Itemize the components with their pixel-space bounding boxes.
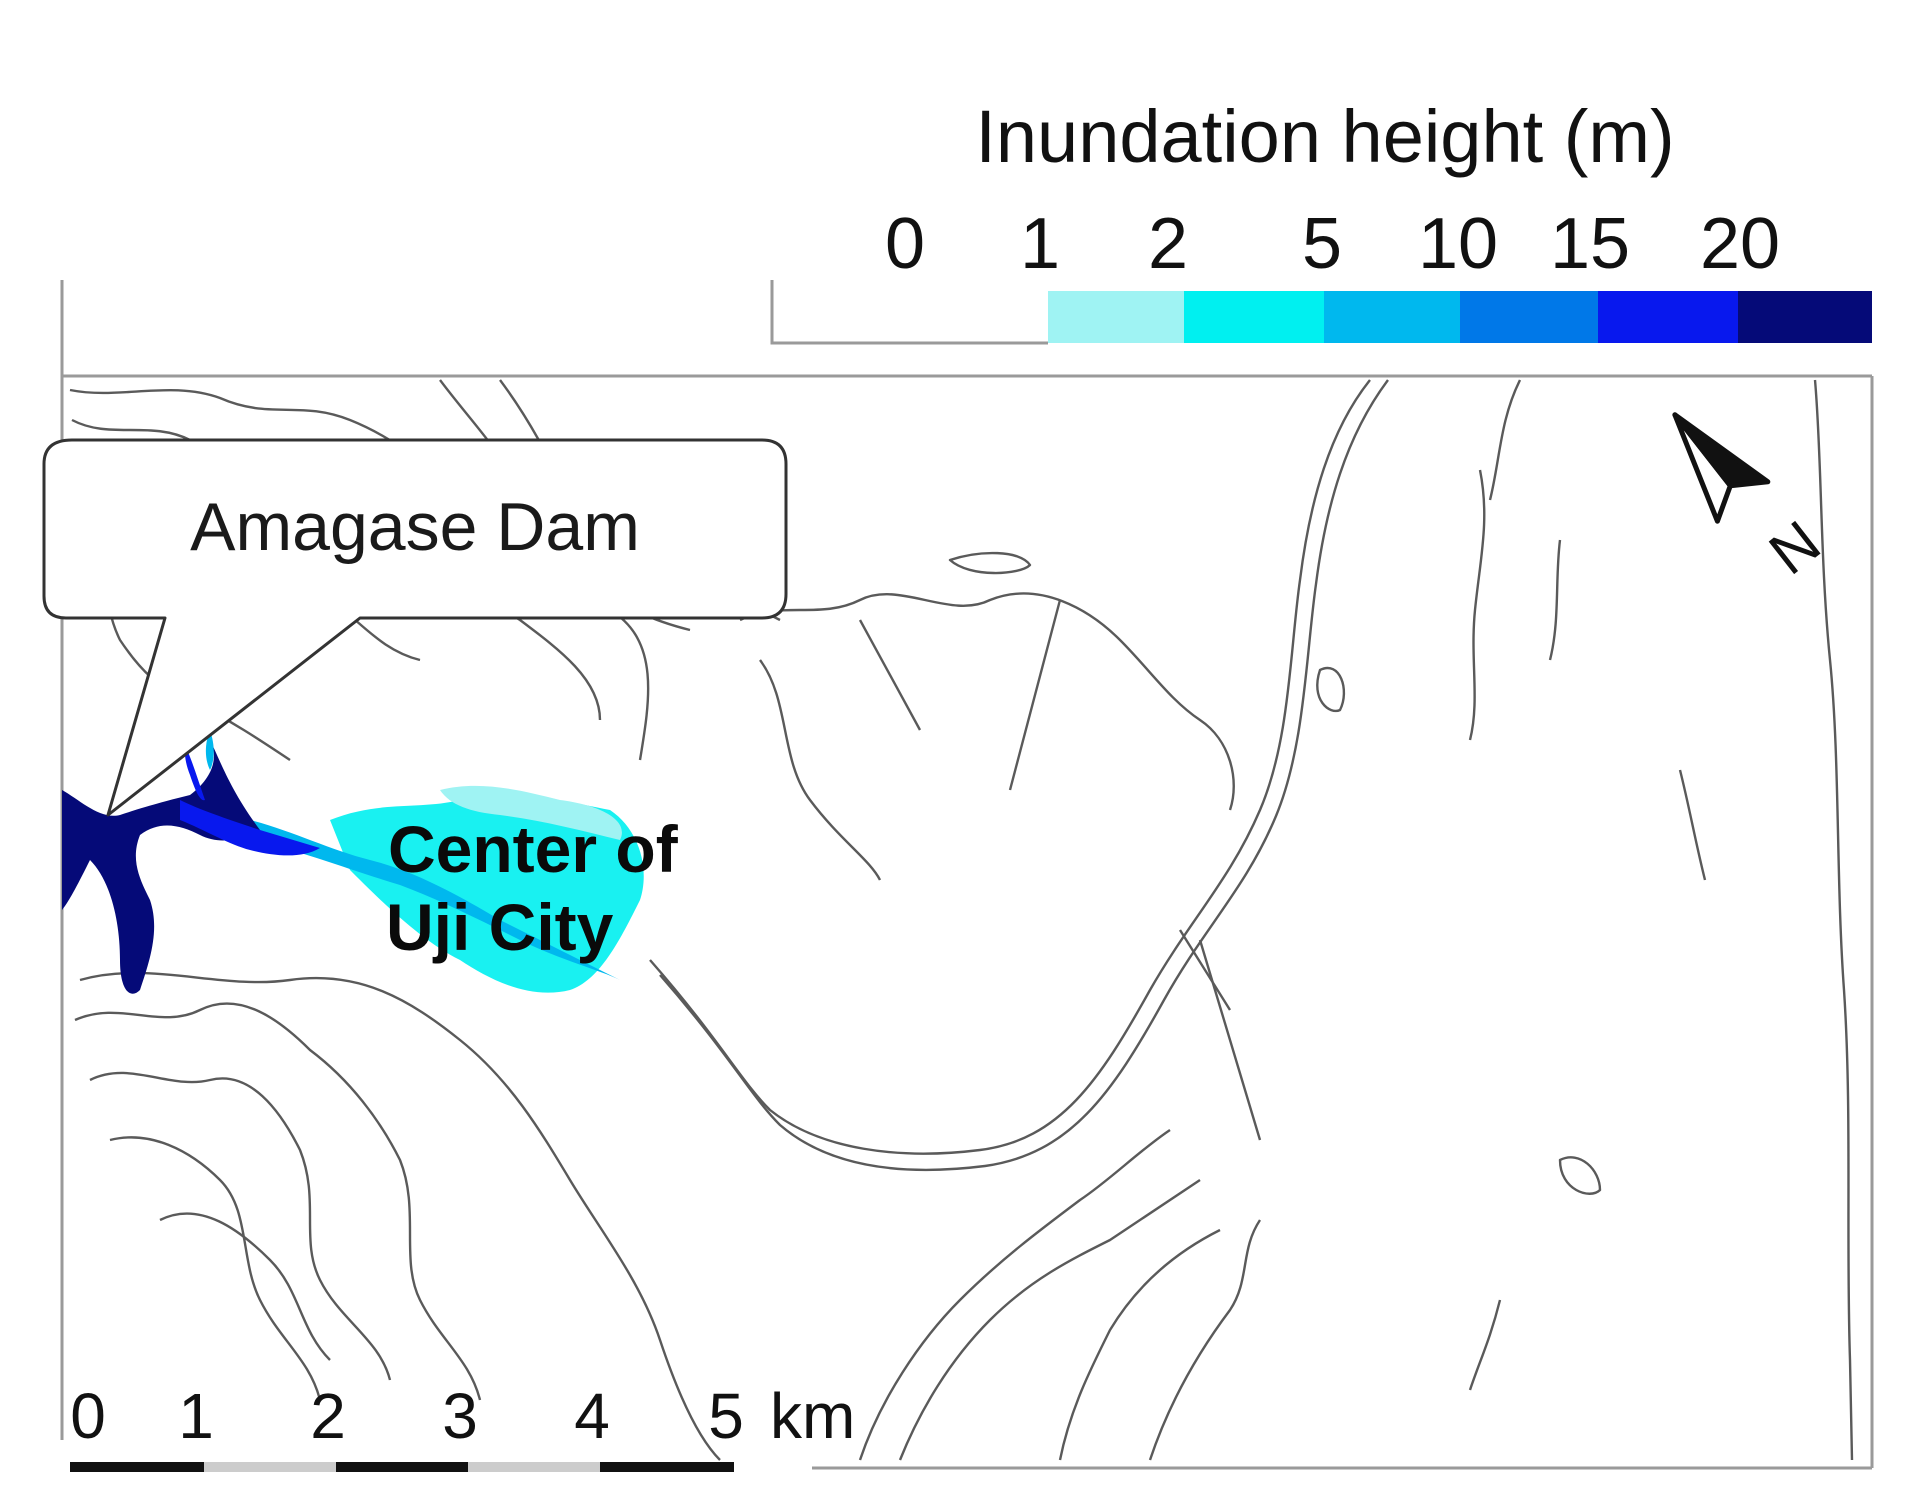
south-hill-contour-5 bbox=[159, 1212, 331, 1361]
legend-swatch-20-plus bbox=[1738, 291, 1872, 343]
canal-line-3 bbox=[1178, 929, 1232, 1011]
scale-unit: km bbox=[770, 1380, 855, 1452]
legend-tick-15: 15 bbox=[1550, 204, 1630, 284]
canal-line-4 bbox=[1198, 939, 1262, 1141]
dam-label: Amagase Dam bbox=[190, 489, 640, 565]
legend-swatch-1-2 bbox=[1048, 291, 1184, 343]
east-boundary-line bbox=[1813, 379, 1854, 1461]
inundation-area bbox=[62, 730, 644, 994]
city-label-line1: Center of bbox=[388, 812, 679, 886]
legend: Inundation height (m) 0 1 2 5 10 15 20 bbox=[770, 95, 1872, 345]
south-hill-contour-2 bbox=[89, 1071, 392, 1381]
scale-tick-5: 5 bbox=[708, 1380, 744, 1452]
east-pond-2 bbox=[1316, 666, 1346, 713]
legend-color-ramp bbox=[770, 280, 1872, 345]
plain-outline bbox=[739, 592, 1235, 811]
scale-bar-segments bbox=[70, 1462, 734, 1472]
east-strip-1 bbox=[1548, 539, 1562, 661]
legend-tick-0: 0 bbox=[885, 204, 925, 284]
legend-title: Inundation height (m) bbox=[975, 95, 1674, 178]
east-pond-1 bbox=[948, 551, 1032, 575]
river-bank-south bbox=[659, 379, 1389, 1172]
legend-swatch-0-1 bbox=[770, 280, 1048, 345]
south-hill-contour-3 bbox=[109, 1136, 322, 1401]
south-central-contour-2 bbox=[898, 1179, 1201, 1461]
scale-tick-4: 4 bbox=[574, 1380, 610, 1452]
east-strip-4 bbox=[1468, 1299, 1502, 1391]
east-pond-3 bbox=[1558, 1156, 1602, 1195]
scale-bar-labels: 0 1 2 3 4 5 km bbox=[70, 1380, 855, 1452]
legend-tick-2: 2 bbox=[1148, 204, 1188, 284]
legend-swatch-5-10 bbox=[1324, 291, 1460, 343]
callout-box bbox=[42, 438, 788, 817]
south-central-contour-1 bbox=[858, 1129, 1171, 1461]
inundation-mid-zone bbox=[250, 820, 620, 980]
scale-tick-2: 2 bbox=[310, 1380, 346, 1452]
inundation-tributary-2 bbox=[205, 730, 214, 770]
south-hill-contour-1 bbox=[74, 1002, 482, 1401]
inundation-light-zone bbox=[330, 795, 644, 993]
canal-line-2 bbox=[1008, 599, 1062, 791]
legend-tick-5: 5 bbox=[1302, 204, 1342, 284]
east-strip-2 bbox=[1468, 469, 1486, 741]
north-arrow bbox=[1672, 412, 1771, 524]
legend-tick-labels: 0 1 2 5 10 15 20 bbox=[885, 204, 1780, 284]
dam-callout: Amagase Dam bbox=[42, 438, 788, 817]
scale-tick-0: 0 bbox=[70, 1380, 106, 1452]
city-label-line2: Uji City bbox=[386, 890, 614, 964]
legend-tick-1: 1 bbox=[1020, 204, 1060, 284]
scale-tick-3: 3 bbox=[442, 1380, 478, 1452]
legend-swatch-2-5 bbox=[1184, 291, 1324, 343]
legend-tick-10: 10 bbox=[1418, 204, 1498, 284]
inundation-tributary bbox=[184, 745, 205, 801]
canal-line-1 bbox=[858, 619, 922, 731]
city-label: Center of Uji City bbox=[386, 812, 679, 964]
south-hill-contour-4 bbox=[79, 971, 721, 1461]
scale-bar: 0 1 2 3 4 5 km bbox=[70, 1380, 855, 1472]
inundation-deep-river bbox=[180, 800, 320, 856]
east-strip-3 bbox=[1678, 769, 1707, 881]
legend-tick-20: 20 bbox=[1700, 204, 1780, 284]
inundation-deep-reservoir bbox=[62, 740, 260, 994]
inundation-lighter-zone bbox=[440, 785, 622, 840]
river-bank-north bbox=[649, 379, 1371, 1155]
legend-swatch-10-15 bbox=[1460, 291, 1598, 343]
south-central-contour-3 bbox=[1058, 1228, 1221, 1461]
east-top-edge bbox=[1488, 379, 1522, 501]
south-central-contour-4 bbox=[1148, 1219, 1261, 1461]
scale-tick-1: 1 bbox=[178, 1380, 214, 1452]
plain-outline-2 bbox=[759, 659, 882, 881]
north-arrow-right-half bbox=[1672, 412, 1771, 489]
legend-swatch-15-20 bbox=[1598, 291, 1738, 343]
